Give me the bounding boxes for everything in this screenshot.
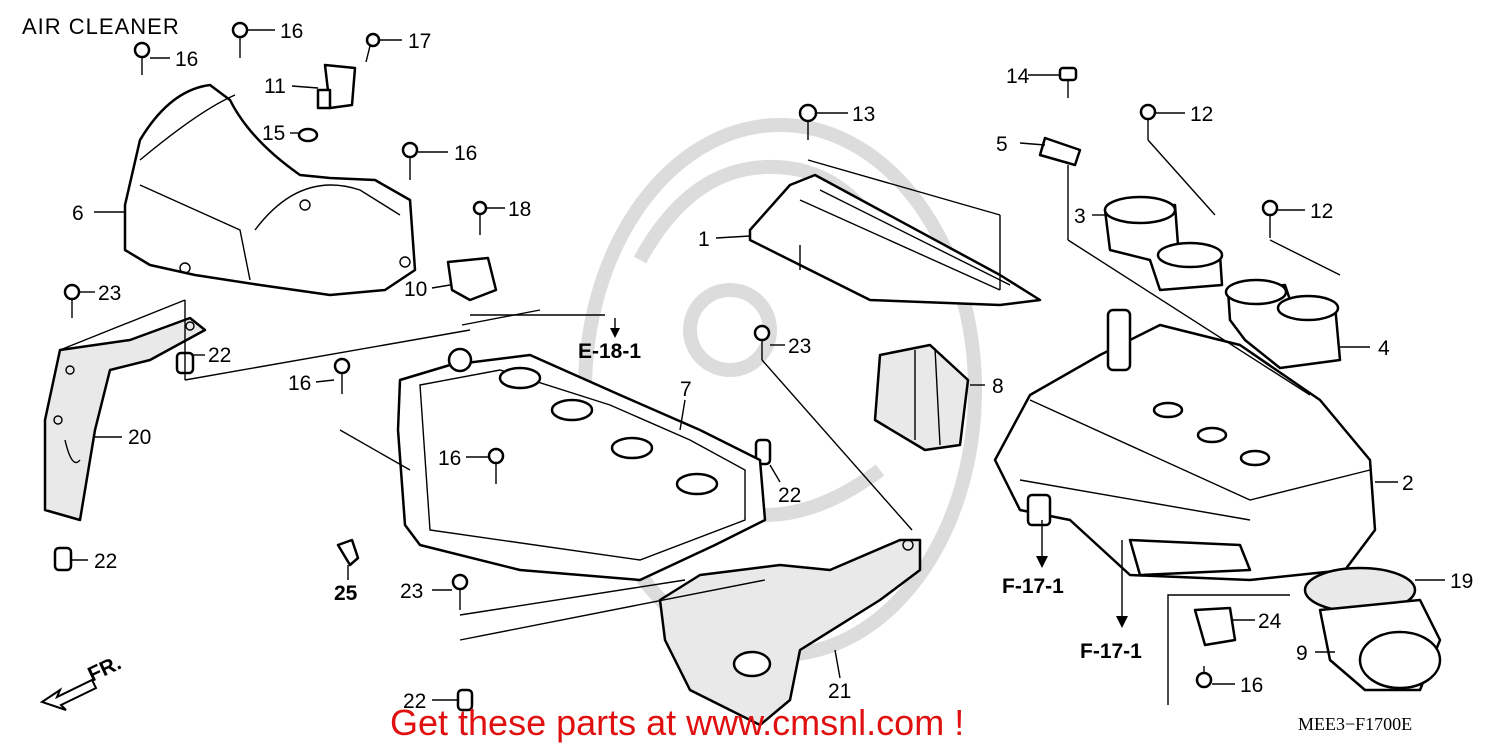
screw-part-16-a[interactable] bbox=[133, 41, 151, 75]
ref-e-18-1: E-18-1 bbox=[578, 340, 641, 363]
callout-22-c: 22 bbox=[778, 484, 801, 507]
screw-part-12-a[interactable] bbox=[1139, 103, 1157, 140]
callout-10: 10 bbox=[404, 278, 427, 301]
callout-25: 25 bbox=[334, 582, 358, 605]
callout-13: 13 bbox=[852, 103, 875, 126]
diagram-code: MEE3−F1700E bbox=[1298, 714, 1413, 734]
callout-22-a: 22 bbox=[208, 344, 231, 367]
callout-7: 7 bbox=[680, 378, 692, 401]
callout-23-b: 23 bbox=[788, 335, 811, 358]
side-bracket-part-20[interactable] bbox=[43, 316, 207, 522]
callout-12-a: 12 bbox=[1190, 103, 1213, 126]
callout-3: 3 bbox=[1074, 205, 1086, 228]
intake-duct-part-9[interactable] bbox=[1318, 598, 1442, 692]
callout-20: 20 bbox=[128, 426, 151, 449]
clip-part-25[interactable] bbox=[336, 538, 360, 567]
screw-part-16-e[interactable] bbox=[487, 447, 505, 484]
callout-18: 18 bbox=[508, 198, 531, 221]
callout-9: 9 bbox=[1296, 642, 1308, 665]
callout-19: 19 bbox=[1450, 570, 1473, 593]
screw-part-23-b[interactable] bbox=[753, 324, 771, 360]
screw-part-18[interactable] bbox=[472, 200, 488, 235]
callout-12-b: 12 bbox=[1310, 200, 1333, 223]
screw-part-16-b[interactable] bbox=[231, 21, 249, 58]
bolt-part-14[interactable] bbox=[1058, 66, 1078, 98]
funnel-part-3[interactable] bbox=[1103, 195, 1224, 292]
callout-14: 14 bbox=[1006, 65, 1030, 88]
ref-f-17-1-a: F-17-1 bbox=[1002, 575, 1064, 598]
callout-16-c: 16 bbox=[454, 142, 477, 165]
duct-part-1[interactable] bbox=[748, 173, 1042, 307]
front-direction-arrow: FR. bbox=[39, 651, 125, 711]
upper-cover-part-6[interactable] bbox=[123, 83, 417, 297]
screw-part-16-d[interactable] bbox=[333, 357, 351, 394]
callout-2: 2 bbox=[1402, 472, 1414, 495]
callout-16-e: 16 bbox=[438, 447, 461, 470]
rubber-joint-part-8[interactable] bbox=[873, 343, 970, 452]
callout-1: 1 bbox=[698, 228, 710, 251]
washer-part-15[interactable] bbox=[297, 127, 319, 143]
screw-part-16-f[interactable] bbox=[1195, 666, 1213, 689]
callout-15: 15 bbox=[262, 122, 285, 145]
funnel-part-4[interactable] bbox=[1224, 278, 1342, 370]
callout-22-b: 22 bbox=[94, 550, 117, 573]
callout-21: 21 bbox=[828, 680, 851, 703]
callout-11: 11 bbox=[264, 75, 286, 98]
callout-8: 8 bbox=[992, 375, 1004, 398]
callout-5: 5 bbox=[996, 133, 1008, 156]
screw-part-17[interactable] bbox=[365, 32, 381, 63]
screw-part-23-c[interactable] bbox=[451, 573, 469, 610]
filter-case-part-7[interactable] bbox=[396, 347, 767, 582]
reference-codes: E-18-1 F-17-1 F-17-1 bbox=[578, 340, 1142, 663]
leader-lines bbox=[59, 29, 1445, 705]
screw-part-23-a[interactable] bbox=[63, 283, 81, 318]
air-box-part-2[interactable] bbox=[993, 308, 1377, 582]
sensor-part-24[interactable] bbox=[1193, 606, 1237, 647]
ref-f-17-1-b: F-17-1 bbox=[1080, 640, 1142, 663]
sensor-part-10[interactable] bbox=[446, 256, 498, 302]
callout-4: 4 bbox=[1378, 337, 1390, 360]
grommet-part-22-b[interactable] bbox=[53, 546, 73, 572]
callout-16-a: 16 bbox=[175, 48, 198, 71]
callout-22-d: 22 bbox=[403, 690, 426, 713]
sensor-part-11[interactable] bbox=[316, 63, 357, 110]
callout-16-f: 16 bbox=[1240, 674, 1263, 697]
page-title: AIR CLEANER bbox=[22, 14, 180, 39]
grommet-part-22-c[interactable] bbox=[754, 438, 772, 466]
callout-23-c: 23 bbox=[400, 580, 423, 603]
callout-23-a: 23 bbox=[98, 282, 121, 305]
parts-link-banner[interactable]: Get these parts at www.cmsnl.com ! bbox=[390, 702, 965, 743]
callout-17: 17 bbox=[408, 30, 431, 53]
callout-labels: 16 16 17 11 15 16 6 18 10 23 22 20 22 16… bbox=[72, 20, 1473, 713]
callout-16-d: 16 bbox=[288, 372, 311, 395]
screw-part-12-b[interactable] bbox=[1261, 199, 1279, 238]
screw-part-16-c[interactable] bbox=[401, 141, 419, 180]
callout-6: 6 bbox=[72, 202, 84, 225]
screw-part-13[interactable] bbox=[798, 103, 818, 140]
callout-16-b: 16 bbox=[280, 20, 303, 43]
callout-24: 24 bbox=[1258, 610, 1282, 633]
lower-cover-part-21[interactable] bbox=[658, 538, 922, 727]
clip-part-5[interactable] bbox=[1038, 136, 1082, 167]
